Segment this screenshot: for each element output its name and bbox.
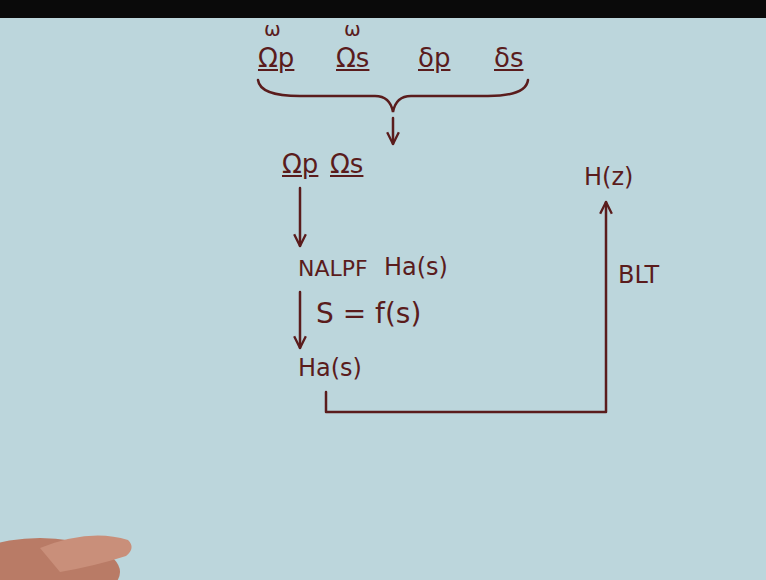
formula-text: Ha(s) [298,355,362,383]
formula-text: Ωs [336,44,369,74]
formula-group: Ha(s) [290,350,370,390]
formula-text: δs [494,44,523,74]
curly-brace [258,80,528,112]
formula-group: Ωp Ωs [272,146,412,186]
formula-text: Ha(s) [384,254,448,282]
edge-label: S = f(s) [314,298,423,330]
hand [0,536,132,580]
domain-note: ω [264,18,281,41]
domain-note: ω [344,18,361,41]
formula-text: Ωp [282,150,318,180]
formula-text: Ωp [258,44,294,74]
flow-arrow [299,188,302,246]
formula-text: δp [418,44,450,74]
formula-group: Ωp Ωs δp δs [250,36,540,116]
formula-text: H(z) [584,164,633,192]
formula-group: NALPF Ha(s) [290,248,470,290]
edge-label: BLT [616,262,661,290]
top-bar [0,0,766,18]
flow-arrow [392,118,395,144]
formula-text: Ωs [330,150,363,180]
formula-group: H(z) [578,158,650,200]
formula-text: NALPF [298,256,368,281]
flow-arrow [299,292,302,348]
